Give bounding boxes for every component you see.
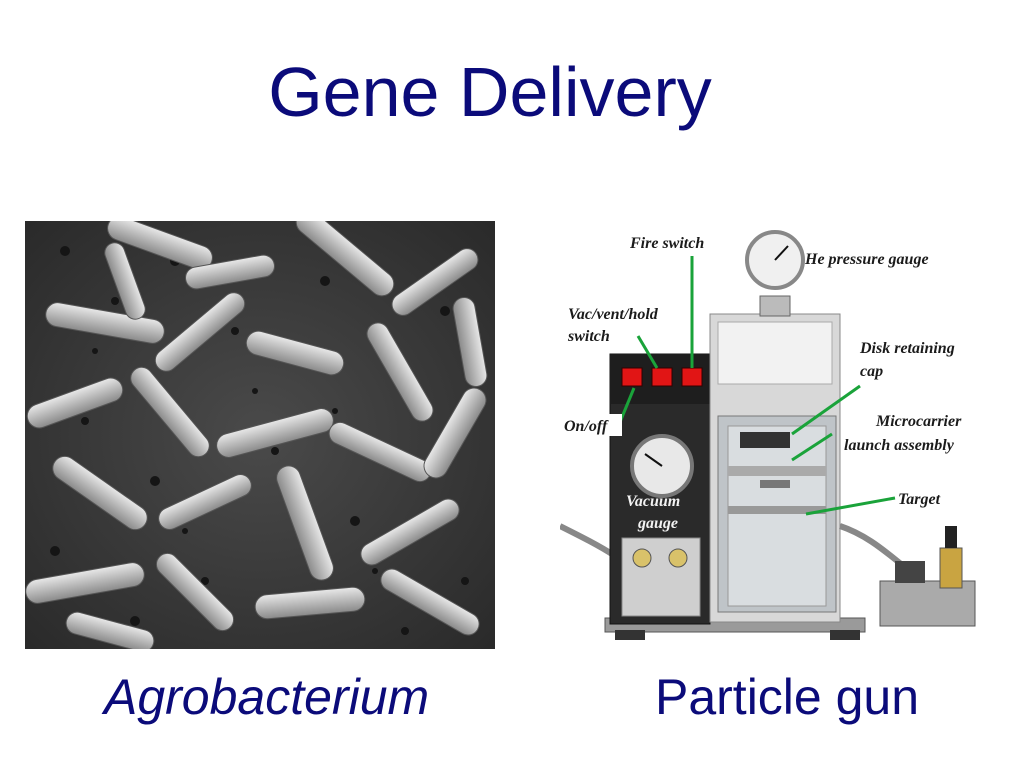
- fire-switch: [681, 367, 703, 387]
- label-disk-cap-1: Disk retaining: [859, 340, 955, 357]
- slide-title: Gene Delivery: [268, 53, 712, 131]
- vac-vent-hold-switch: [651, 367, 673, 387]
- agrobacterium-micrograph: [25, 221, 495, 649]
- micrograph-svg: [25, 221, 495, 649]
- label-target: Target: [898, 491, 941, 508]
- label-on-off: On/off: [564, 418, 609, 435]
- particle-gun-svg: Fire switch He pressure gauge Vac/vent/h…: [560, 230, 976, 640]
- label-disk-cap-2: cap: [860, 363, 883, 380]
- label-microcarrier-1: Microcarrier: [875, 413, 962, 430]
- label-microcarrier-2: launch assembly: [844, 437, 955, 454]
- label-he-gauge: He pressure gauge: [804, 251, 929, 268]
- label-vacuum-1: Vacuum: [626, 493, 680, 510]
- label-fire-switch: Fire switch: [629, 235, 704, 252]
- caption-agrobacterium: Agrobacterium: [104, 669, 430, 725]
- on-off-switch: [621, 367, 643, 387]
- particle-gun-diagram: Fire switch He pressure gauge Vac/vent/h…: [560, 226, 990, 646]
- caption-particle-gun: Particle gun: [655, 669, 920, 725]
- label-vac-switch-2: switch: [567, 328, 610, 345]
- label-vacuum-2: gauge: [637, 515, 678, 532]
- label-vac-switch-1: Vac/vent/hold: [568, 306, 659, 323]
